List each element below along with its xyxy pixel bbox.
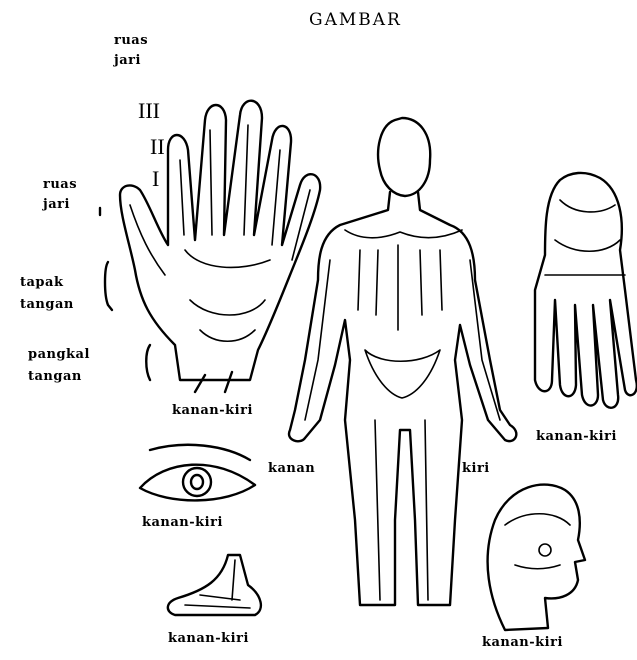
caption-hand: kanan-kiri	[172, 404, 253, 418]
eye-illustration	[140, 445, 255, 501]
label-tapak-tangan-line2: tangan	[20, 298, 74, 312]
label-pangkal-tangan-line2: tangan	[28, 370, 90, 384]
label-tapak-tangan: tapak tangan	[20, 276, 74, 313]
label-roman-1: I	[152, 166, 159, 192]
caption-foot-top: kanan-kiri	[536, 430, 617, 444]
label-body-kiri: kiri	[462, 462, 490, 476]
label-brackets	[100, 208, 150, 380]
caption-foot-side: kanan-kiri	[168, 632, 249, 646]
foot-side-illustration	[168, 555, 261, 615]
body-illustration	[289, 118, 516, 605]
label-tapak-tangan-line1: tapak	[20, 276, 74, 290]
label-body-kanan: kanan	[268, 462, 315, 476]
diagram-title: GAMBAR	[309, 10, 402, 30]
label-pangkal-tangan: pangkal tangan	[28, 348, 90, 385]
caption-eye: kanan-kiri	[142, 516, 223, 530]
label-ruas-jari-top: ruas jari	[114, 34, 148, 69]
label-ruas-jari-top-line1: ruas	[114, 34, 148, 48]
label-roman-2: II	[150, 134, 165, 160]
caption-head: kanan-kiri	[482, 636, 563, 650]
label-ruas-jari-mid: ruas jari	[43, 178, 77, 213]
head-side-illustration	[488, 485, 585, 630]
label-ruas-jari-mid-line2: jari	[43, 198, 77, 212]
foot-top-illustration	[535, 173, 637, 408]
label-ruas-jari-mid-line1: ruas	[43, 178, 77, 192]
label-ruas-jari-top-line2: jari	[114, 54, 148, 68]
label-roman-3: III	[138, 98, 160, 124]
label-pangkal-tangan-line1: pangkal	[28, 348, 90, 362]
